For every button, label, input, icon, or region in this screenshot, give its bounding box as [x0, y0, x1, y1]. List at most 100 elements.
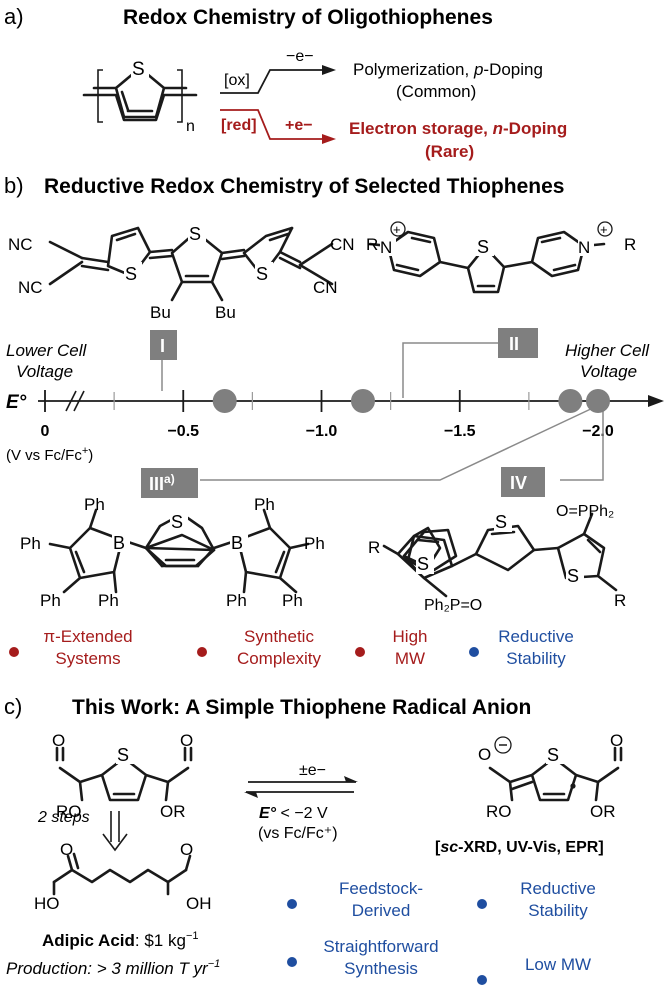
tag-I: I [150, 330, 177, 360]
equilibrium-arrows: ±e− E° < −2 V (vs Fc/Fc⁺) [244, 762, 358, 842]
feature-line1: Reductive [498, 627, 574, 646]
diester-RO: RO [56, 802, 82, 821]
panel-a-letter: a) [4, 4, 24, 29]
axis-arrowhead [648, 395, 664, 407]
feature-line2: MW [395, 649, 425, 668]
I-atom-S2: S [189, 224, 201, 244]
panel-a-title: Redox Chemistry of Oligothiophenes [123, 6, 493, 29]
feature-line1: Low MW [525, 955, 591, 974]
panel-c-title: This Work: A Simple Thiophene Radical An… [72, 696, 531, 719]
red-result-line2: (Rare) [425, 142, 474, 161]
feature-line1: Synthetic [244, 627, 314, 646]
tick-label: 0 [41, 423, 50, 440]
tag-III: IIIa) [141, 468, 198, 498]
tick-label: −1.0 [306, 423, 338, 440]
IV-R-left: R [368, 538, 380, 557]
red-label: [red] [221, 117, 257, 134]
I-NC-top: NC [8, 235, 33, 254]
reaction-reference: (vs Fc/Fc⁺) [258, 825, 338, 842]
II-R-left: R [366, 235, 378, 254]
feature-line2: Systems [55, 649, 120, 668]
adipic-acid-structure: O O HO OH [34, 840, 212, 913]
II-atom-S: S [477, 237, 489, 257]
feature-line1: π-Extended [43, 627, 132, 646]
III-Ph-3: Ph [40, 591, 61, 610]
diester-atom-S: S [117, 745, 129, 765]
panel-b-title: Reductive Redox Chemistry of Selected Th… [44, 175, 564, 198]
production-note: Production: > 3 million T yr−1 [6, 958, 220, 978]
radical-RO: RO [486, 802, 512, 821]
tick-label: −0.5 [167, 423, 199, 440]
panel-b-features: π-ExtendedSystemsSyntheticComplexityHigh… [9, 627, 574, 668]
tag-IV-text: IV [510, 473, 527, 493]
lower-cell-note-2: Voltage [16, 362, 73, 381]
feature-line1: Reductive [520, 879, 596, 898]
adipic-HO: HO [34, 894, 60, 913]
feature-line2: Stability [528, 901, 588, 920]
plus-e: +e− [285, 117, 313, 134]
potential-marker-II [350, 389, 375, 413]
radical-O-right: O [610, 731, 623, 750]
III-Ph-6: Ph [304, 534, 325, 553]
compound-III-structure: S B B Ph Ph Ph Ph Ph Ph Ph Ph [20, 495, 325, 610]
tag-I-text: I [160, 336, 165, 356]
feature-line2: Synthesis [344, 959, 418, 978]
III-atom-B-right: B [231, 533, 243, 553]
adipic-O-left: O [60, 840, 73, 859]
radical-OR: OR [590, 802, 616, 821]
I-CN-bottom: CN [313, 278, 338, 297]
panel-c-letter: c) [4, 694, 22, 719]
feature-bullet [287, 957, 297, 967]
compound-IV-structure: S S S R R Ph₂P=O O=PPh₂ [368, 503, 626, 614]
feature-bullet [469, 647, 479, 657]
radical-atom-S: S [547, 745, 559, 765]
feature-bullet [197, 647, 207, 657]
axis-label-E: E° [6, 392, 27, 413]
III-Ph-2: Ph [20, 534, 41, 553]
tag-II: II [498, 328, 538, 358]
feature-bullet [9, 647, 19, 657]
feature-line2: Complexity [237, 649, 322, 668]
atom-S: S [132, 59, 145, 80]
red-result-line1: Electron storage, n-Doping [349, 119, 567, 138]
potential-scale: Lower Cell Voltage Higher Cell Voltage E… [6, 341, 664, 464]
IV-R-right: R [614, 591, 626, 610]
II-R-right: R [624, 235, 636, 254]
I-CN-top: CN [330, 235, 355, 254]
tag-II-text: II [509, 334, 519, 354]
methods-label: [sc-XRD, UV-Vis, EPR] [435, 839, 604, 856]
polythiophene-structure: S n [82, 58, 198, 135]
axis-unit: (V vs Fc/Fc+) [6, 445, 93, 464]
higher-cell-note-2: Voltage [580, 362, 637, 381]
potential-marker-III [558, 389, 583, 413]
III-Ph-4: Ph [98, 591, 119, 610]
adipic-OH: OH [186, 894, 212, 913]
feature-bullet [477, 975, 487, 985]
diester-structure: S O O RO OR [52, 731, 193, 821]
diester-O-right: O [180, 731, 193, 750]
II-N-right: N [578, 238, 590, 257]
tag-III-text: IIIa) [149, 472, 175, 494]
IV-OPPh2-top: O=PPh₂ [556, 503, 614, 520]
I-Bu-right: Bu [215, 303, 236, 322]
tag-IV: IV [501, 467, 545, 497]
I-atom-S1: S [125, 264, 137, 284]
retrosynthesis-arrow: 2 steps [37, 809, 128, 852]
oxidation-arrow: [ox] −e− [220, 48, 336, 94]
adipic-price: Adipic Acid: $1 kg−1 [42, 930, 198, 950]
minus-e: −e− [286, 48, 314, 65]
subscript-n: n [186, 118, 195, 135]
tick-label: −2.0 [582, 423, 614, 440]
reaction-top: ±e− [299, 762, 326, 779]
potential-marker-IV [586, 389, 610, 413]
I-Bu-left: Bu [150, 303, 171, 322]
ox-label: [ox] [224, 72, 250, 89]
radical-O-anion: O [478, 745, 491, 764]
feature-line1: Feedstock- [339, 879, 423, 898]
ox-result-line2: (Common) [396, 82, 476, 101]
II-plus-left: + [393, 222, 401, 237]
I-NC-bottom: NC [18, 278, 43, 297]
reaction-condition: E° < −2 V [259, 805, 328, 822]
III-Ph-5: Ph [254, 495, 275, 514]
